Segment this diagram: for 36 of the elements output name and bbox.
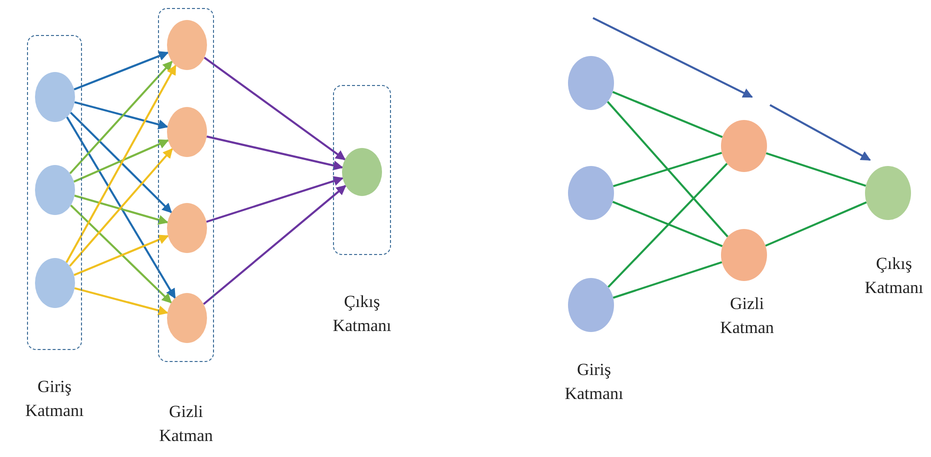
neuron-circle <box>167 203 207 253</box>
neuron-circle <box>342 148 382 196</box>
neuron-circle <box>721 229 767 281</box>
neuron-circle <box>721 120 767 172</box>
layer-label: Çıkış Katmanı <box>864 253 924 299</box>
neuron-circle <box>167 20 207 70</box>
layer-label: Giriş Katmanı <box>24 376 85 422</box>
connector-arrow <box>74 234 169 276</box>
neuron-circle <box>865 166 911 220</box>
connector-arrow <box>74 287 168 316</box>
neuron-circle <box>35 165 75 215</box>
connector-arrow <box>204 56 346 160</box>
connector-arrow <box>66 116 176 299</box>
connector-arrow <box>73 139 170 183</box>
neuron-circle <box>35 258 75 308</box>
connector-arrow <box>206 176 344 223</box>
connector-arrow <box>74 51 169 90</box>
layer-label: Gizli Katman <box>158 401 214 447</box>
neuron-circle <box>167 107 207 157</box>
neuron-circle <box>568 56 614 110</box>
neuron-circle <box>568 278 614 332</box>
connector-arrow <box>69 148 173 267</box>
neuron-circle <box>167 293 207 343</box>
connector-arrow <box>206 136 344 170</box>
neuron-circle <box>35 72 75 122</box>
connector-arrow <box>66 64 176 263</box>
connector-arrow <box>69 60 173 174</box>
layer-label: Gizli Katman <box>719 293 775 339</box>
connector-arrow <box>74 101 168 130</box>
connector-arrow <box>74 194 168 225</box>
connector-arrow <box>70 204 172 304</box>
layer-label: Çıkış Katmanı <box>332 291 392 337</box>
connector-arrow <box>203 184 346 305</box>
neuron-circle <box>568 166 614 220</box>
connector-arrow <box>70 112 172 214</box>
layer-label: Giriş Katmanı <box>564 359 624 405</box>
